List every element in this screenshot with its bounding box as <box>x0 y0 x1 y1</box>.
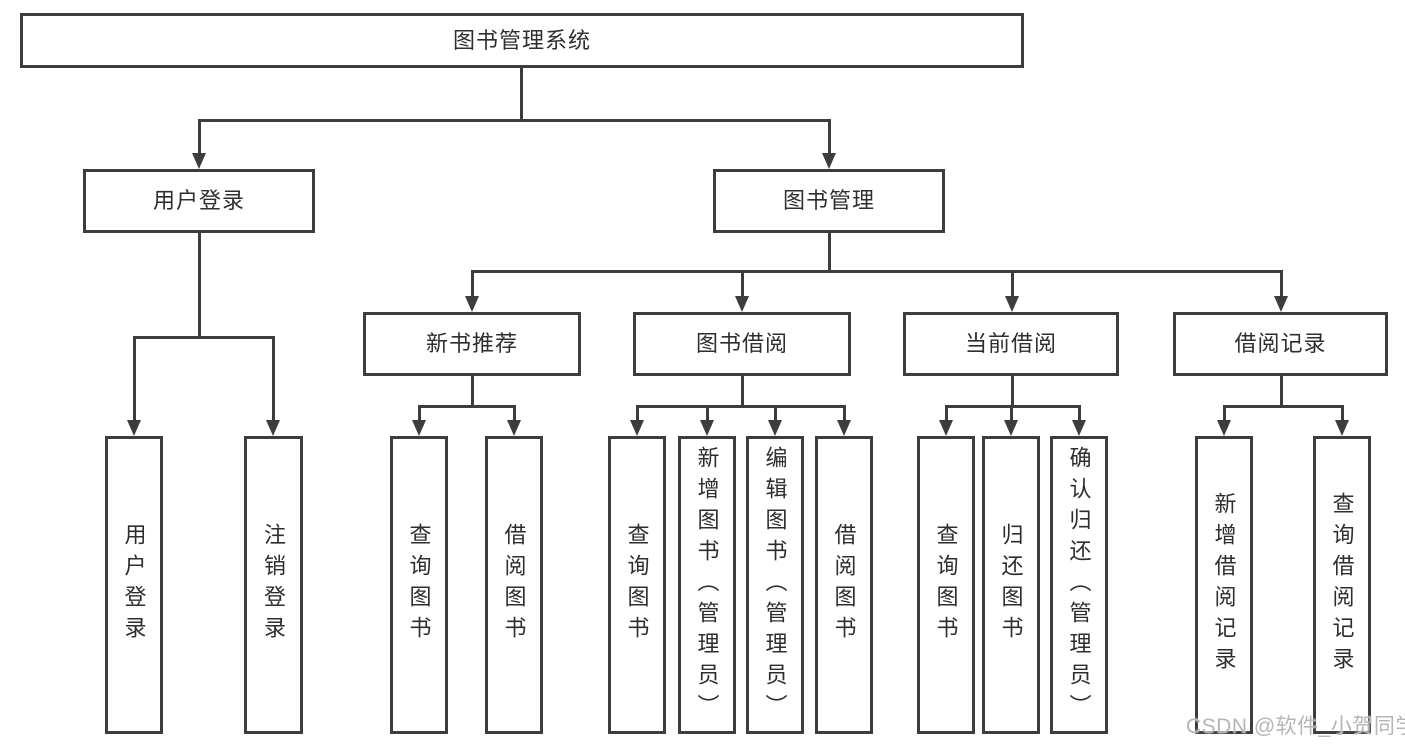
connector-line <box>198 119 831 122</box>
node-user-login-branch: 用户登录 <box>83 169 315 233</box>
arrowhead <box>127 420 141 436</box>
node-user-login-branch-label: 用户登录 <box>152 188 245 213</box>
connector-line <box>1078 405 1081 422</box>
node-root-label: 图书管理系统 <box>452 27 591 53</box>
connector-line <box>828 233 831 272</box>
leaf-query-books-borrowing: 查询图书 <box>608 436 666 734</box>
arrowhead <box>735 296 749 312</box>
node-root: 图书管理系统 <box>20 13 1024 68</box>
connector-line <box>133 336 275 339</box>
leaf-borrow-books-recommend-label: 借阅图书 <box>501 523 527 647</box>
node-borrow-records-label: 借阅记录 <box>1234 331 1327 356</box>
connector-line <box>520 68 523 121</box>
leaf-query-books-recommend-label: 查询图书 <box>406 523 432 647</box>
connector-line <box>636 405 639 422</box>
arrowhead <box>266 420 280 436</box>
arrowhead <box>1072 420 1086 436</box>
arrowhead <box>1335 420 1349 436</box>
connector-line <box>1010 405 1013 422</box>
arrowhead <box>630 420 644 436</box>
arrowhead <box>412 420 426 436</box>
connector-line <box>471 270 1282 273</box>
connector-line <box>945 405 948 422</box>
connector-line <box>133 336 136 421</box>
node-borrow-records: 借阅记录 <box>1173 312 1388 376</box>
leaf-return-books: 归还图书 <box>982 436 1040 734</box>
node-current-borrowing: 当前借阅 <box>903 312 1119 376</box>
node-book-management-branch-label: 图书管理 <box>782 188 875 213</box>
node-new-book-recommend-label: 新书推荐 <box>425 331 518 356</box>
connector-line <box>706 405 709 422</box>
connector-line <box>198 119 201 155</box>
connector-line <box>774 405 777 422</box>
connector-line <box>471 376 474 408</box>
leaf-add-borrow-record: 新增借阅记录 <box>1195 436 1253 734</box>
connector-line <box>636 405 845 408</box>
leaf-query-borrow-record: 查询借阅记录 <box>1313 436 1371 734</box>
leaf-borrow-books-label: 借阅图书 <box>831 523 857 647</box>
leaf-edit-books-admin: 编辑图书（管理员） <box>746 436 804 734</box>
connector-line <box>418 405 515 408</box>
leaf-borrow-books: 借阅图书 <box>815 436 873 734</box>
connector-line <box>418 405 421 422</box>
leaf-query-books-borrowing-label: 查询图书 <box>624 523 650 647</box>
arrowhead <box>1274 296 1288 312</box>
leaf-borrow-books-recommend: 借阅图书 <box>485 436 543 734</box>
arrowhead <box>822 153 836 169</box>
arrowhead <box>507 420 521 436</box>
leaf-logout-label: 注销登录 <box>261 523 287 647</box>
arrowhead <box>465 296 479 312</box>
arrowhead <box>768 420 782 436</box>
node-new-book-recommend: 新书推荐 <box>363 312 581 376</box>
arrowhead <box>192 153 206 169</box>
connector-line <box>471 270 474 298</box>
leaf-user-login-label: 用户登录 <box>121 523 147 647</box>
leaf-edit-books-admin-label: 编辑图书（管理员） <box>762 445 788 725</box>
connector-line <box>1011 376 1014 408</box>
csdn-watermark: CSDN @软件_小贺同学 <box>1186 715 1405 738</box>
connector-line <box>843 405 846 422</box>
node-book-management-branch: 图书管理 <box>713 169 945 233</box>
connector-line <box>1280 376 1283 408</box>
arrowhead <box>837 420 851 436</box>
node-book-borrowing: 图书借阅 <box>633 312 851 376</box>
leaf-query-books-current-label: 查询图书 <box>933 523 959 647</box>
connector-line <box>1011 270 1014 298</box>
leaf-logout: 注销登录 <box>244 436 303 734</box>
connector-line <box>513 405 516 422</box>
leaf-query-books-recommend: 查询图书 <box>390 436 448 734</box>
connector-line <box>1280 270 1283 298</box>
connector-line <box>1223 405 1343 408</box>
arrowhead <box>939 420 953 436</box>
arrowhead <box>1005 296 1019 312</box>
node-book-borrowing-label: 图书借阅 <box>695 331 788 356</box>
arrowhead <box>1217 420 1231 436</box>
connector-line <box>1341 405 1344 422</box>
leaf-return-books-label: 归还图书 <box>998 523 1024 647</box>
leaf-add-borrow-record-label: 新增借阅记录 <box>1211 492 1237 678</box>
leaf-add-books-admin-label: 新增图书（管理员） <box>694 445 720 725</box>
leaf-add-books-admin: 新增图书（管理员） <box>678 436 736 734</box>
leaf-query-books-current: 查询图书 <box>917 436 975 734</box>
leaf-confirm-return-admin: 确认归还（管理员） <box>1050 436 1108 734</box>
node-current-borrowing-label: 当前借阅 <box>964 331 1057 356</box>
leaf-user-login: 用户登录 <box>105 436 163 734</box>
connector-line <box>741 270 744 298</box>
connector-line <box>198 233 201 339</box>
connector-line <box>1223 405 1226 422</box>
connector-line <box>272 336 275 421</box>
arrowhead <box>1004 420 1018 436</box>
leaf-query-borrow-record-label: 查询借阅记录 <box>1329 492 1355 678</box>
arrowhead <box>700 420 714 436</box>
connector-line <box>741 376 744 408</box>
connector-line <box>828 119 831 155</box>
leaf-confirm-return-admin-label: 确认归还（管理员） <box>1066 445 1092 725</box>
